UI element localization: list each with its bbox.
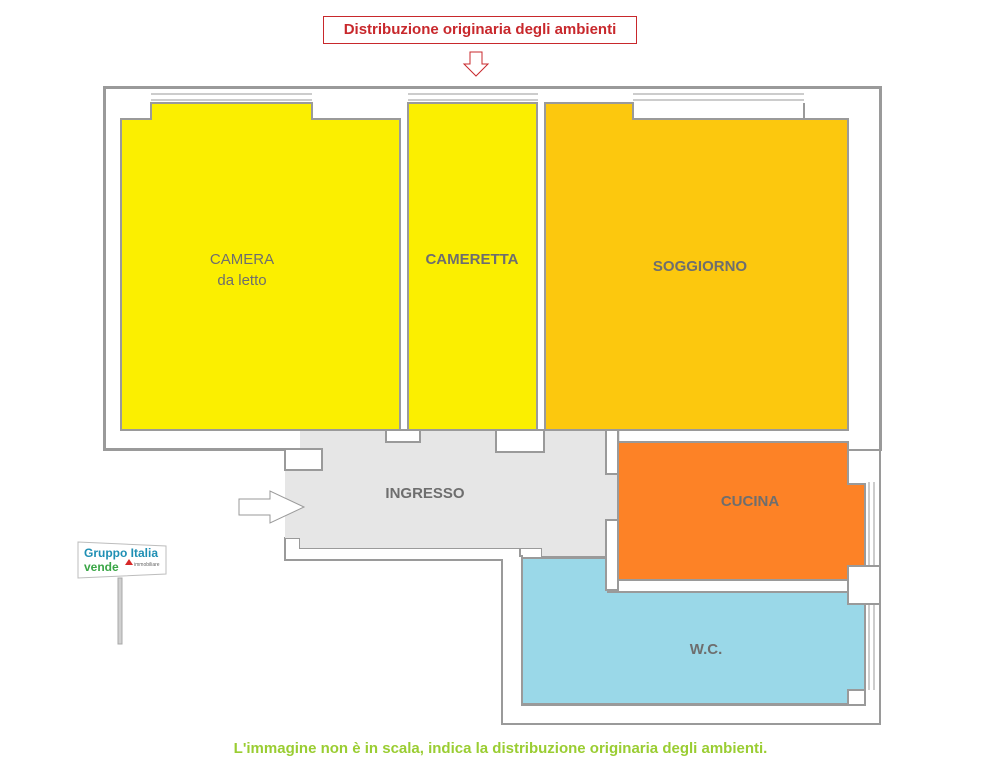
camera-label-line2: da letto bbox=[217, 272, 266, 289]
wc-label: W.C. bbox=[690, 641, 723, 658]
camera-label-line1: CAMERA bbox=[210, 251, 274, 268]
interior-walls bbox=[284, 429, 881, 605]
room-cucina bbox=[617, 441, 866, 581]
room-cameretta bbox=[407, 102, 538, 431]
room-ingresso bbox=[285, 430, 620, 556]
right-windows bbox=[868, 482, 875, 690]
logo-tagline: immobiliare bbox=[134, 562, 160, 568]
top-windows bbox=[151, 93, 804, 101]
entrance-arrow-icon bbox=[238, 490, 306, 524]
down-arrow-icon bbox=[462, 51, 490, 77]
ingresso-label: INGRESSO bbox=[385, 485, 465, 502]
cameretta-label: CAMERETTA bbox=[425, 251, 518, 268]
disclaimer-caption: L'immagine non è in scala, indica la dis… bbox=[233, 740, 768, 757]
logo-line2: vende bbox=[84, 560, 119, 574]
cucina-label: CUCINA bbox=[721, 493, 779, 510]
room-soggiorno bbox=[544, 102, 849, 431]
room-camera bbox=[120, 102, 401, 431]
gruppo-italia-sign: Gruppo Italia vende immobiliare bbox=[77, 541, 167, 645]
logo-line1: Gruppo Italia bbox=[84, 546, 158, 560]
soggiorno-label: SOGGIORNO bbox=[653, 258, 748, 275]
plan-title: Distribuzione originaria degli ambienti bbox=[323, 16, 637, 44]
